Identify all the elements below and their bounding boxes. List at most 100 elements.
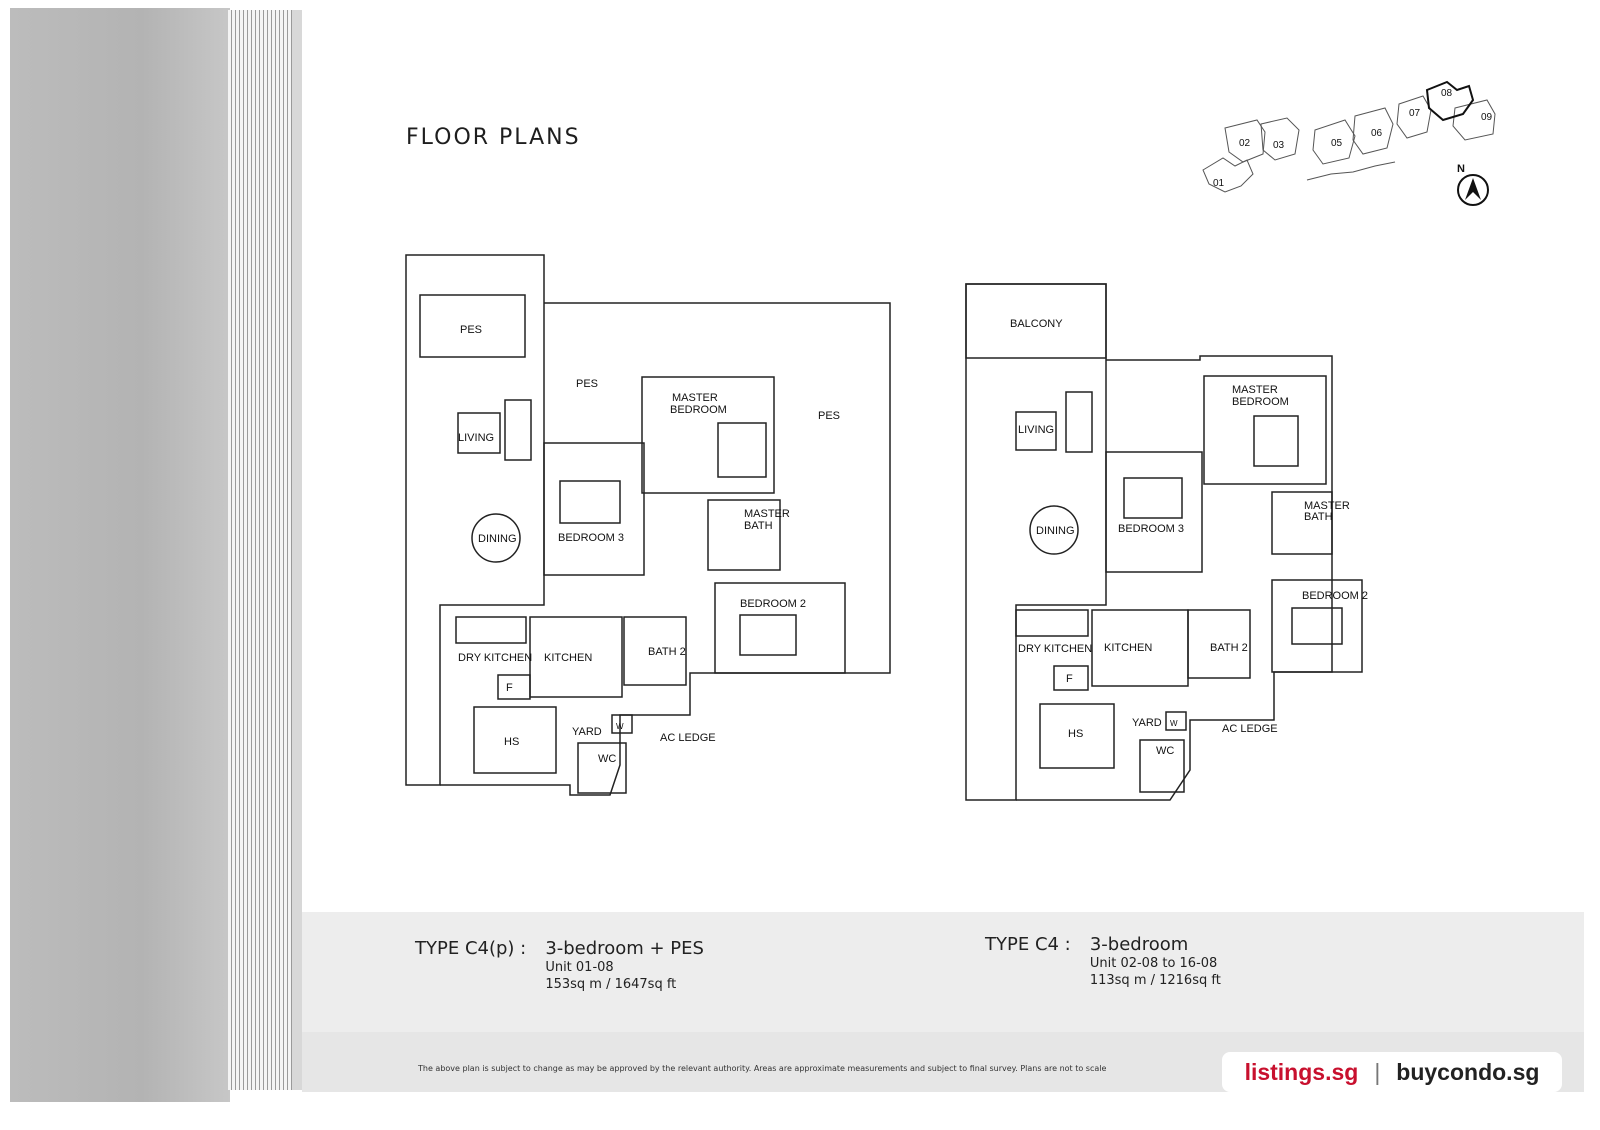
floor-plan-c4: BALCONY LIVING DINING MASTER BEDROOM BED…	[965, 283, 1368, 801]
label-kitchen: KITCHEN	[1104, 642, 1152, 654]
type-c4p-title: 3-bedroom + PES	[545, 938, 704, 959]
page-edges	[228, 10, 300, 1090]
label-wc: WC	[598, 753, 616, 765]
dry-kitchen-counter	[455, 616, 527, 644]
floor-plan-c4p: PES PES PES LIVING DINING MASTER BEDROOM…	[405, 254, 891, 796]
type-c4p-desc: 3-bedroom + PES Unit 01-08 153sq m / 164…	[545, 938, 704, 993]
disclaimer-text: The above plan is subject to change as m…	[418, 1064, 1107, 1073]
key-unit-05: 05	[1331, 138, 1343, 149]
watermark-right: buycondo.sg	[1396, 1058, 1540, 1085]
outer-wall-left	[965, 283, 1107, 801]
bedroom3-bed	[559, 480, 621, 524]
washer	[611, 714, 633, 734]
label-kitchen: KITCHEN	[544, 652, 592, 664]
living-sofa	[504, 399, 532, 461]
type-c4-caption: TYPE C4 : 3-bedroom Unit 02-08 to 16-08 …	[985, 934, 1221, 989]
label-master-bedroom-2: BEDROOM	[670, 404, 727, 416]
key-unit-06: 06	[1371, 128, 1383, 139]
label-dining: DINING	[1036, 525, 1075, 537]
label-w: W	[1170, 719, 1178, 728]
bedroom3-bed	[1123, 477, 1183, 519]
key-unit-01: 01	[1213, 178, 1225, 189]
label-master-bath-1: MASTER	[1304, 500, 1350, 512]
dry-kitchen-counter	[1015, 609, 1089, 637]
label-hs: HS	[1068, 728, 1083, 740]
bedroom2-wall	[714, 582, 846, 674]
label-bedroom3: BEDROOM 3	[558, 532, 624, 544]
wc-wall	[577, 742, 627, 794]
type-c4-title: 3-bedroom	[1089, 934, 1189, 955]
label-wc: WC	[1156, 745, 1174, 757]
washer	[1165, 711, 1187, 731]
label-f: F	[1066, 673, 1073, 685]
type-c4-code: TYPE C4 :	[985, 934, 1071, 955]
watermark-separator: |	[1374, 1058, 1381, 1085]
label-bath2: BATH 2	[1210, 642, 1248, 654]
label-dry-kitchen: DRY KITCHEN	[1018, 643, 1092, 655]
label-yard: YARD	[1132, 717, 1162, 729]
label-bedroom2: BEDROOM 2	[1302, 590, 1368, 602]
dining-table	[1029, 505, 1079, 555]
dining-table	[471, 513, 521, 563]
outer-wall-right	[1016, 355, 1333, 801]
bedroom2-bed	[739, 614, 797, 656]
master-bed	[717, 422, 767, 478]
bedroom3-wall	[543, 442, 645, 576]
label-w: W	[616, 722, 624, 731]
scan-background	[10, 8, 230, 1102]
master-bath-wall	[1271, 491, 1333, 555]
wc-wall	[1139, 739, 1185, 793]
label-ac-ledge: AC LEDGE	[1222, 723, 1278, 735]
fridge	[1053, 665, 1089, 691]
living-table	[457, 412, 501, 454]
pes-pool	[419, 294, 526, 358]
type-c4-area: 113sq m / 1216sq ft	[1089, 973, 1221, 988]
outer-wall-left	[405, 254, 545, 786]
household-shelter	[1039, 703, 1115, 769]
footer-band	[302, 912, 1584, 1032]
household-shelter	[473, 706, 557, 774]
label-master-bath-1: MASTER	[744, 508, 790, 520]
label-hs: HS	[504, 736, 519, 748]
bedroom3-wall	[1105, 451, 1203, 573]
type-c4p-code: TYPE C4(p) :	[415, 938, 527, 959]
master-bath-wall	[707, 499, 781, 571]
key-plan-highlight	[1425, 80, 1475, 122]
label-living: LIVING	[458, 432, 494, 444]
label-master-bedroom-1: MASTER	[1232, 384, 1278, 396]
living-table	[1015, 411, 1057, 451]
label-pes-right: PES	[818, 410, 840, 422]
type-c4-desc: 3-bedroom Unit 02-08 to 16-08 113sq m / …	[1090, 934, 1221, 989]
fridge	[497, 674, 531, 700]
label-master-bedroom-2: BEDROOM	[1232, 396, 1289, 408]
type-c4p-unit: Unit 01-08	[545, 960, 614, 975]
master-bed	[1253, 415, 1299, 467]
master-bedroom-wall	[641, 376, 775, 494]
label-dining: DINING	[478, 533, 517, 545]
book-spine	[292, 10, 302, 1090]
balcony-wall	[965, 283, 1107, 359]
label-pes-mid: PES	[576, 378, 598, 390]
label-pes-top: PES	[460, 324, 482, 336]
type-c4p-area: 153sq m / 1647sq ft	[545, 977, 677, 992]
key-unit-03: 03	[1273, 140, 1285, 151]
label-f: F	[506, 682, 513, 694]
label-ac-ledge: AC LEDGE	[660, 732, 716, 744]
label-master-bath-2: BATH	[1304, 511, 1333, 523]
label-bedroom2: BEDROOM 2	[740, 598, 806, 610]
watermark-badge: listings.sg | buycondo.sg	[1222, 1052, 1562, 1092]
page-title: FLOOR PLANS	[406, 125, 581, 150]
label-balcony: BALCONY	[1010, 318, 1063, 330]
key-unit-02: 02	[1239, 138, 1251, 149]
label-bath2: BATH 2	[648, 646, 686, 658]
label-bedroom3: BEDROOM 3	[1118, 523, 1184, 535]
bedroom2-wall	[1271, 579, 1363, 673]
bath2-wall	[623, 616, 687, 686]
label-yard: YARD	[572, 726, 602, 738]
label-master-bath-2: BATH	[744, 520, 773, 532]
type-c4p-caption: TYPE C4(p) : 3-bedroom + PES Unit 01-08 …	[415, 938, 704, 993]
label-master-bedroom-1: MASTER	[672, 392, 718, 404]
watermark-left: listings.sg	[1244, 1058, 1359, 1085]
north-arrow-icon: N	[1457, 163, 1489, 206]
bedroom2-bed	[1291, 607, 1343, 645]
